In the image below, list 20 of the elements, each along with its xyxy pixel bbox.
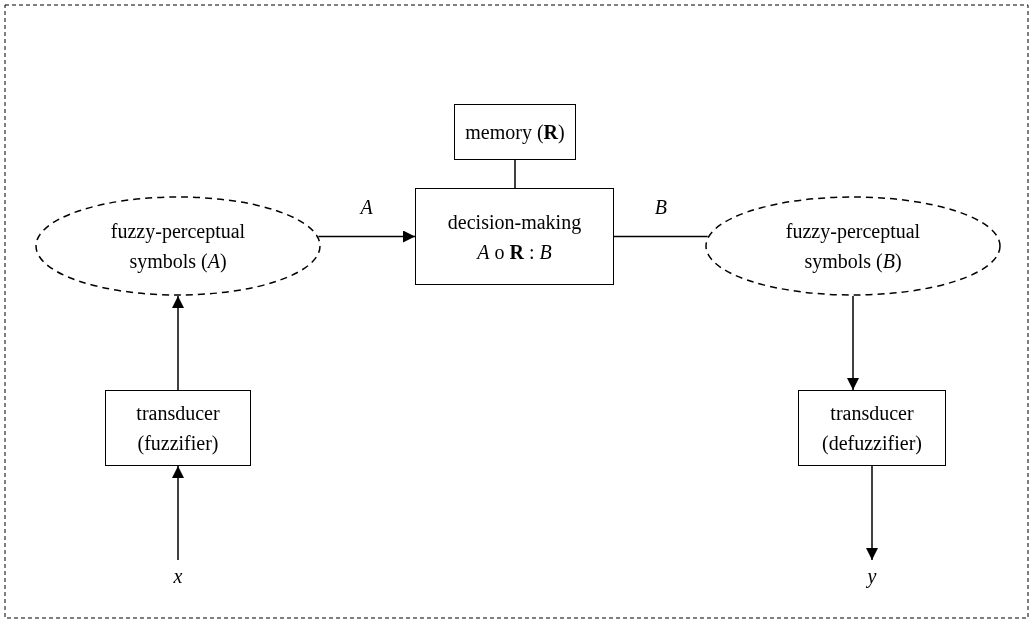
process-box [105,390,251,466]
arrow [172,465,184,561]
node-text: transducer (defuzzifier) [821,401,923,457]
connector-line [613,235,709,238]
connector-line [514,159,516,189]
node-text: fuzzy-perceptual symbols (B) [784,219,922,275]
process-box [798,390,946,466]
node-text: transducer (fuzzifier) [135,401,221,457]
arrow [172,295,184,391]
node-text: memory (R) [465,120,565,146]
arrow [866,465,878,561]
node-text: A o R : B [477,239,552,265]
variable-label: y [867,564,877,590]
node-text: fuzzy-perceptual symbols (A) [109,219,247,275]
memory-box [454,104,576,160]
variable-label: x [173,564,183,589]
arrow [317,230,416,243]
arrow [847,295,859,391]
process-box [415,188,614,285]
node-text: decision-making [447,209,582,236]
